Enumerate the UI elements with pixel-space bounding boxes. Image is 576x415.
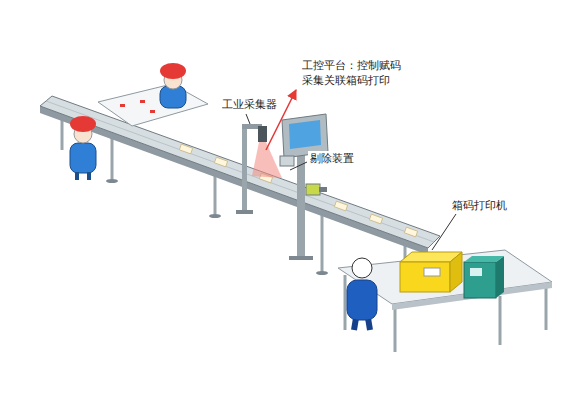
packing-station (338, 250, 552, 352)
rejection-device (306, 184, 327, 195)
conveyor-belt (40, 96, 440, 248)
worker-right (347, 258, 377, 330)
worker-left (70, 116, 96, 180)
leader-line (290, 162, 307, 170)
callout-label: 工控平台：控制赋码 采集关联箱码打印 (300, 58, 416, 88)
control-platform (280, 114, 328, 260)
packing-table (98, 84, 208, 126)
worker-back (160, 63, 186, 108)
callout-label: 箱码打印机 (450, 198, 509, 213)
leader-line (246, 114, 250, 124)
camera-stand (236, 124, 282, 214)
belt-stripe (46, 101, 434, 242)
leader-line (432, 214, 456, 250)
belt-side (40, 106, 428, 255)
callout-label: 剔除装置 (308, 151, 356, 166)
callout-label: 工业采集器 (220, 97, 279, 112)
